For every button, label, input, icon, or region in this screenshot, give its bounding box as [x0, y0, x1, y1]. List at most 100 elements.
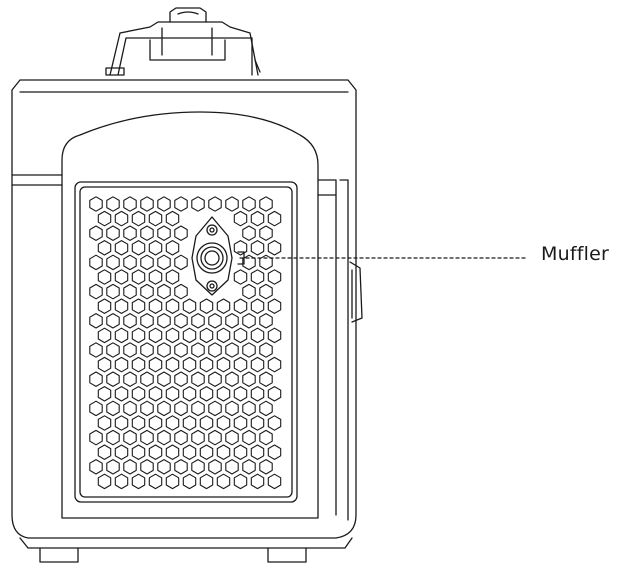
vent-hole — [182, 298, 197, 314]
vent-hole — [123, 196, 137, 212]
vent-hole — [140, 313, 154, 329]
vent-hole — [89, 459, 103, 475]
vent-hole — [165, 210, 180, 227]
vent-hole — [250, 210, 265, 227]
vent-hole — [182, 444, 197, 460]
vent-hole — [106, 429, 120, 446]
vent-hole — [97, 444, 112, 460]
vent-hole — [148, 356, 163, 373]
vent-hole — [97, 415, 112, 431]
vent-hole — [114, 210, 129, 227]
vent-hole — [89, 429, 103, 446]
vent-hole — [216, 298, 231, 314]
vent-hole — [123, 225, 137, 241]
vent-hole — [131, 327, 146, 344]
vent-hole — [89, 371, 103, 387]
vent-hole — [174, 459, 188, 475]
vent-hole — [97, 356, 112, 373]
vent-hole — [233, 473, 248, 490]
vent-hole — [97, 210, 112, 227]
vent-hole — [157, 254, 171, 271]
vent-hole — [89, 342, 103, 358]
vent-hole — [89, 400, 103, 417]
vent-hole — [140, 283, 154, 300]
vent-hole — [106, 313, 120, 329]
muffler-outlet — [191, 216, 245, 296]
vent-hole — [225, 371, 239, 387]
vent-hole — [140, 342, 154, 358]
vent-hole — [199, 356, 214, 373]
vent-hole — [242, 371, 256, 387]
vent-hole — [242, 283, 256, 300]
vent-hole — [225, 313, 239, 329]
vent-hole — [233, 444, 248, 460]
vent-hole — [216, 356, 231, 373]
vent-hole — [165, 473, 180, 490]
vent-hole — [97, 269, 112, 285]
vent-hole — [157, 196, 171, 212]
vent-hole — [174, 254, 188, 271]
vent-hole — [148, 210, 163, 227]
vent-hole — [131, 356, 146, 373]
vent-hole — [165, 444, 180, 460]
vent-hole — [174, 371, 188, 387]
vent-hole — [148, 415, 163, 431]
vent-hole — [140, 225, 154, 241]
vent-hole — [191, 429, 205, 446]
vent-hole — [267, 356, 282, 373]
vent-hole — [199, 298, 214, 314]
vent-hole — [89, 225, 103, 241]
vent-hole — [89, 196, 103, 212]
vent-hole — [148, 269, 163, 285]
vent-hole — [242, 254, 256, 271]
vent-hole — [233, 210, 248, 227]
vent-hole — [165, 386, 180, 402]
vent-hole — [182, 356, 197, 373]
vent-hole — [267, 473, 282, 490]
vent-hole — [131, 240, 146, 256]
vent-hole — [250, 240, 265, 256]
vent-hole — [259, 313, 273, 329]
vent-hole — [250, 415, 265, 431]
vent-hole — [97, 327, 112, 344]
vent-hole — [114, 240, 129, 256]
vent-hole — [114, 298, 129, 314]
vent-hole — [157, 313, 171, 329]
vent-hole — [191, 342, 205, 358]
vent-hole — [199, 327, 214, 344]
vent-hole — [148, 386, 163, 402]
vent-hole — [140, 400, 154, 417]
generator-body — [11, 79, 363, 563]
vent-hole — [174, 429, 188, 446]
vent-hole — [259, 371, 273, 387]
vent-hole — [114, 269, 129, 285]
vent-hole — [106, 371, 120, 387]
muffler-label: Muffler — [541, 243, 609, 265]
vent-hole — [233, 269, 248, 285]
muffler-cover-panel — [74, 181, 298, 503]
vent-hole — [157, 283, 171, 300]
vent-hole — [140, 371, 154, 387]
vent-hole — [259, 283, 273, 300]
vent-hole — [131, 444, 146, 460]
vent-hole — [267, 210, 282, 227]
vent-hole — [259, 342, 273, 358]
vent-hole — [191, 313, 205, 329]
vent-hole — [148, 327, 163, 344]
vent-hole — [267, 298, 282, 314]
vent-hole — [114, 356, 129, 373]
vent-hole — [131, 298, 146, 314]
vent-hole — [208, 459, 222, 475]
vent-hole — [225, 400, 239, 417]
vent-hole — [157, 429, 171, 446]
vent-hole — [233, 386, 248, 402]
vent-hole — [131, 415, 146, 431]
vent-hole — [191, 459, 205, 475]
vent-hole — [208, 400, 222, 417]
vent-hole — [123, 342, 137, 358]
vent-hole — [174, 313, 188, 329]
vent-hole — [208, 342, 222, 358]
vent-hole — [140, 429, 154, 446]
vent-hole — [157, 400, 171, 417]
vent-hole — [174, 196, 188, 212]
